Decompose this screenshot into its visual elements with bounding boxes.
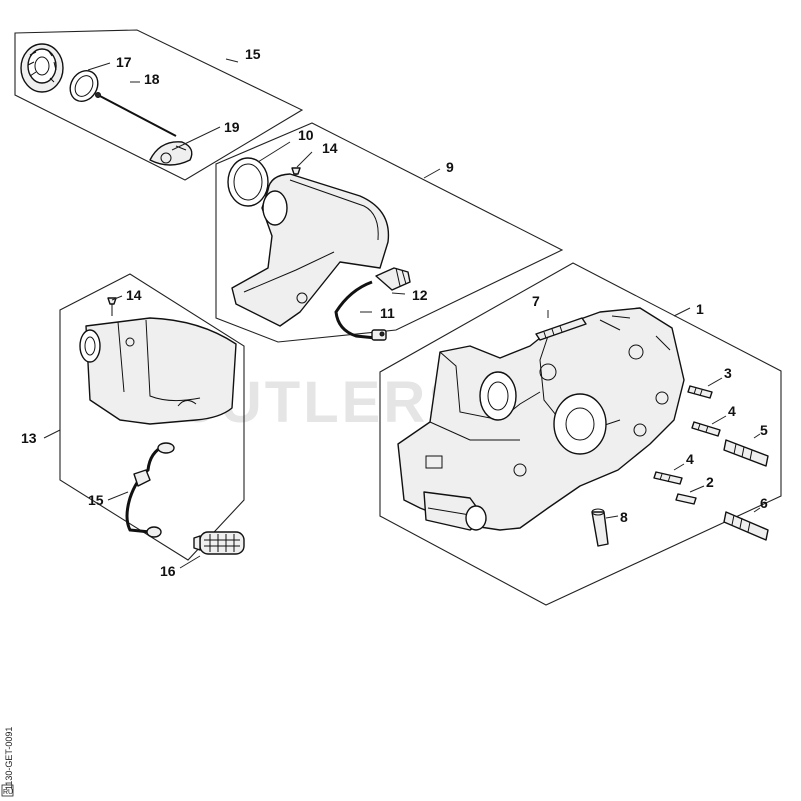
callout-4-lower: 4 bbox=[686, 451, 694, 467]
fuel-tank-part[interactable] bbox=[79, 317, 237, 425]
group-frame-17 bbox=[14, 29, 304, 181]
stud-4-lower-part[interactable] bbox=[653, 471, 683, 485]
callout-11: 11 bbox=[380, 305, 395, 321]
oil-suction-hose-part[interactable] bbox=[334, 280, 387, 341]
group-frame-13 bbox=[59, 273, 245, 561]
doc-id-label: 1130-GET-0091 bbox=[4, 727, 14, 790]
leader-4-upper bbox=[711, 415, 727, 425]
callout-8: 8 bbox=[620, 509, 628, 525]
callout-7: 7 bbox=[532, 293, 540, 309]
fuel-cap-part[interactable] bbox=[20, 43, 64, 93]
leader-9 bbox=[423, 168, 441, 179]
stud-long-part[interactable] bbox=[535, 317, 587, 341]
stud-3-part[interactable] bbox=[687, 385, 713, 399]
callout-14-upper: 14 bbox=[322, 140, 338, 156]
group-frame-1 bbox=[379, 262, 782, 606]
stud-6-part[interactable] bbox=[723, 511, 769, 541]
callout-9: 9 bbox=[446, 159, 454, 175]
leader-14-lower bbox=[111, 295, 123, 301]
callout-17: 15 bbox=[245, 46, 261, 62]
leader-8 bbox=[605, 515, 619, 519]
doc-suffix-box bbox=[1, 784, 14, 797]
leader-1 bbox=[673, 307, 691, 317]
leader-18 bbox=[87, 62, 111, 71]
leader-17 bbox=[225, 58, 239, 63]
callout-19: 18 bbox=[144, 71, 160, 87]
callout-1: 1 bbox=[696, 301, 704, 317]
leader-16 bbox=[179, 555, 201, 569]
oil-valve-part[interactable] bbox=[375, 267, 411, 291]
callout-5: 5 bbox=[760, 422, 768, 438]
leader-13 bbox=[43, 429, 61, 439]
leader-10 bbox=[257, 141, 291, 163]
leader-5 bbox=[753, 433, 761, 439]
leader-12 bbox=[391, 292, 406, 295]
callout-2: 2 bbox=[706, 474, 714, 490]
doc-suffix-label: RU bbox=[3, 789, 13, 796]
retaining-cord-part[interactable] bbox=[95, 92, 177, 137]
callout-16: 16 bbox=[160, 563, 176, 579]
sleeve-8-part[interactable] bbox=[591, 508, 609, 547]
callout-10: 10 bbox=[298, 127, 314, 143]
callout-14-lower: 14 bbox=[126, 287, 142, 303]
leader-3 bbox=[707, 377, 723, 387]
fuel-filter-part[interactable] bbox=[193, 531, 245, 555]
crankcase-part[interactable] bbox=[397, 307, 685, 531]
stud-4-upper-part[interactable] bbox=[691, 421, 721, 437]
leader-15 bbox=[107, 491, 129, 501]
oil-tank-seal-part[interactable] bbox=[227, 157, 269, 207]
callout-12: 12 bbox=[412, 287, 428, 303]
leader-2 bbox=[689, 485, 705, 493]
screw-part-lower[interactable] bbox=[107, 297, 117, 316]
callout-20: 19 bbox=[224, 119, 240, 135]
callout-18: 17 bbox=[116, 54, 132, 70]
leader-4-lower bbox=[673, 463, 685, 471]
callout-4-upper: 4 bbox=[728, 403, 736, 419]
callout-3: 3 bbox=[724, 365, 732, 381]
leader-14-upper bbox=[296, 151, 313, 168]
stud-2-part[interactable] bbox=[675, 493, 697, 505]
callout-6: 6 bbox=[760, 495, 768, 511]
group-frame-9 bbox=[215, 122, 564, 343]
cap-seal-ring-part[interactable] bbox=[65, 66, 104, 107]
leader-20 bbox=[171, 126, 221, 151]
oil-tank-part[interactable] bbox=[231, 173, 390, 327]
leader-6 bbox=[753, 507, 761, 513]
fuel-hose-part[interactable] bbox=[125, 442, 175, 538]
stud-5-part[interactable] bbox=[723, 439, 769, 467]
callout-15: 15 bbox=[88, 492, 104, 508]
retainer-clip-part[interactable] bbox=[149, 141, 193, 166]
callout-13: 13 bbox=[21, 430, 37, 446]
